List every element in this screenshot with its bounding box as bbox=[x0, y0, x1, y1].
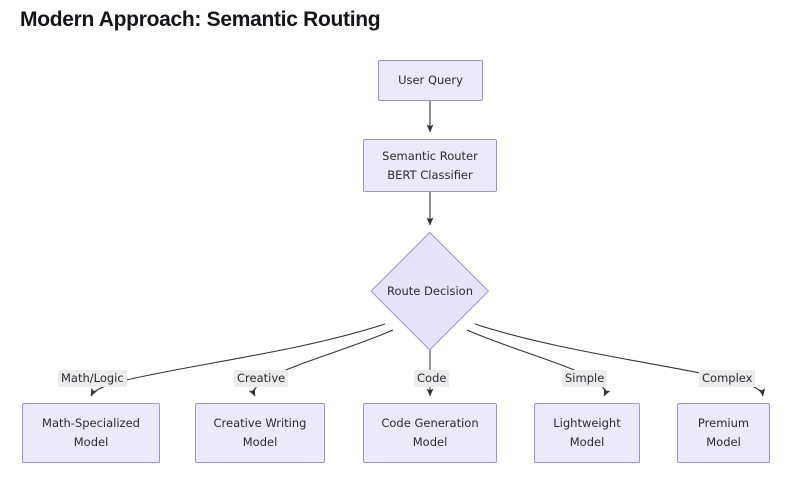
node-route-decision-label: Route Decision bbox=[387, 284, 473, 298]
node-creative-model-line-1: Creative Writing bbox=[213, 416, 307, 430]
edge-route-decision-to-premium-model bbox=[474, 323, 766, 397]
edge-label-code: Code bbox=[414, 370, 450, 387]
node-math-model-line-2: Model bbox=[73, 435, 109, 449]
node-creative-model-line-2: Model bbox=[242, 435, 278, 449]
edge-label-simple: Simple bbox=[562, 370, 608, 387]
node-math-model-line-1: Math-Specialized bbox=[42, 416, 140, 430]
node-math-model[interactable]: Math-Specialized Model bbox=[22, 403, 160, 463]
node-semantic-router-line-2: BERT Classifier bbox=[387, 167, 473, 182]
edge-label-creative: Creative bbox=[234, 370, 289, 387]
edge-route-decision-to-math-model bbox=[90, 323, 386, 397]
node-user-query-line-1: User Query bbox=[398, 73, 463, 87]
node-lightweight-model[interactable]: Lightweight Model bbox=[534, 403, 640, 463]
node-user-query[interactable]: User Query bbox=[378, 60, 483, 101]
page-title: Modern Approach: Semantic Routing bbox=[20, 8, 381, 31]
node-code-model-line-1: Code Generation bbox=[381, 416, 479, 430]
node-lightweight-model-line-2: Model bbox=[569, 435, 605, 449]
node-lightweight-model-line-1: Lightweight bbox=[553, 416, 621, 430]
node-premium-model-line-2: Model bbox=[706, 435, 741, 449]
node-semantic-router[interactable]: Semantic Router BERT Classifier bbox=[363, 139, 497, 192]
node-premium-model-line-1: Premium bbox=[697, 416, 750, 430]
edge-label-complex: Complex bbox=[699, 370, 756, 387]
node-premium-model[interactable]: Premium Model bbox=[677, 403, 770, 463]
node-code-model-line-2: Model bbox=[412, 435, 448, 449]
edge-label-math-logic: Math/Logic bbox=[58, 370, 127, 387]
node-semantic-router-line-1: Semantic Router bbox=[382, 148, 478, 163]
node-code-model[interactable]: Code Generation Model bbox=[363, 403, 497, 463]
node-route-decision[interactable]: Route Decision bbox=[370, 231, 490, 351]
node-creative-model[interactable]: Creative Writing Model bbox=[195, 403, 325, 463]
